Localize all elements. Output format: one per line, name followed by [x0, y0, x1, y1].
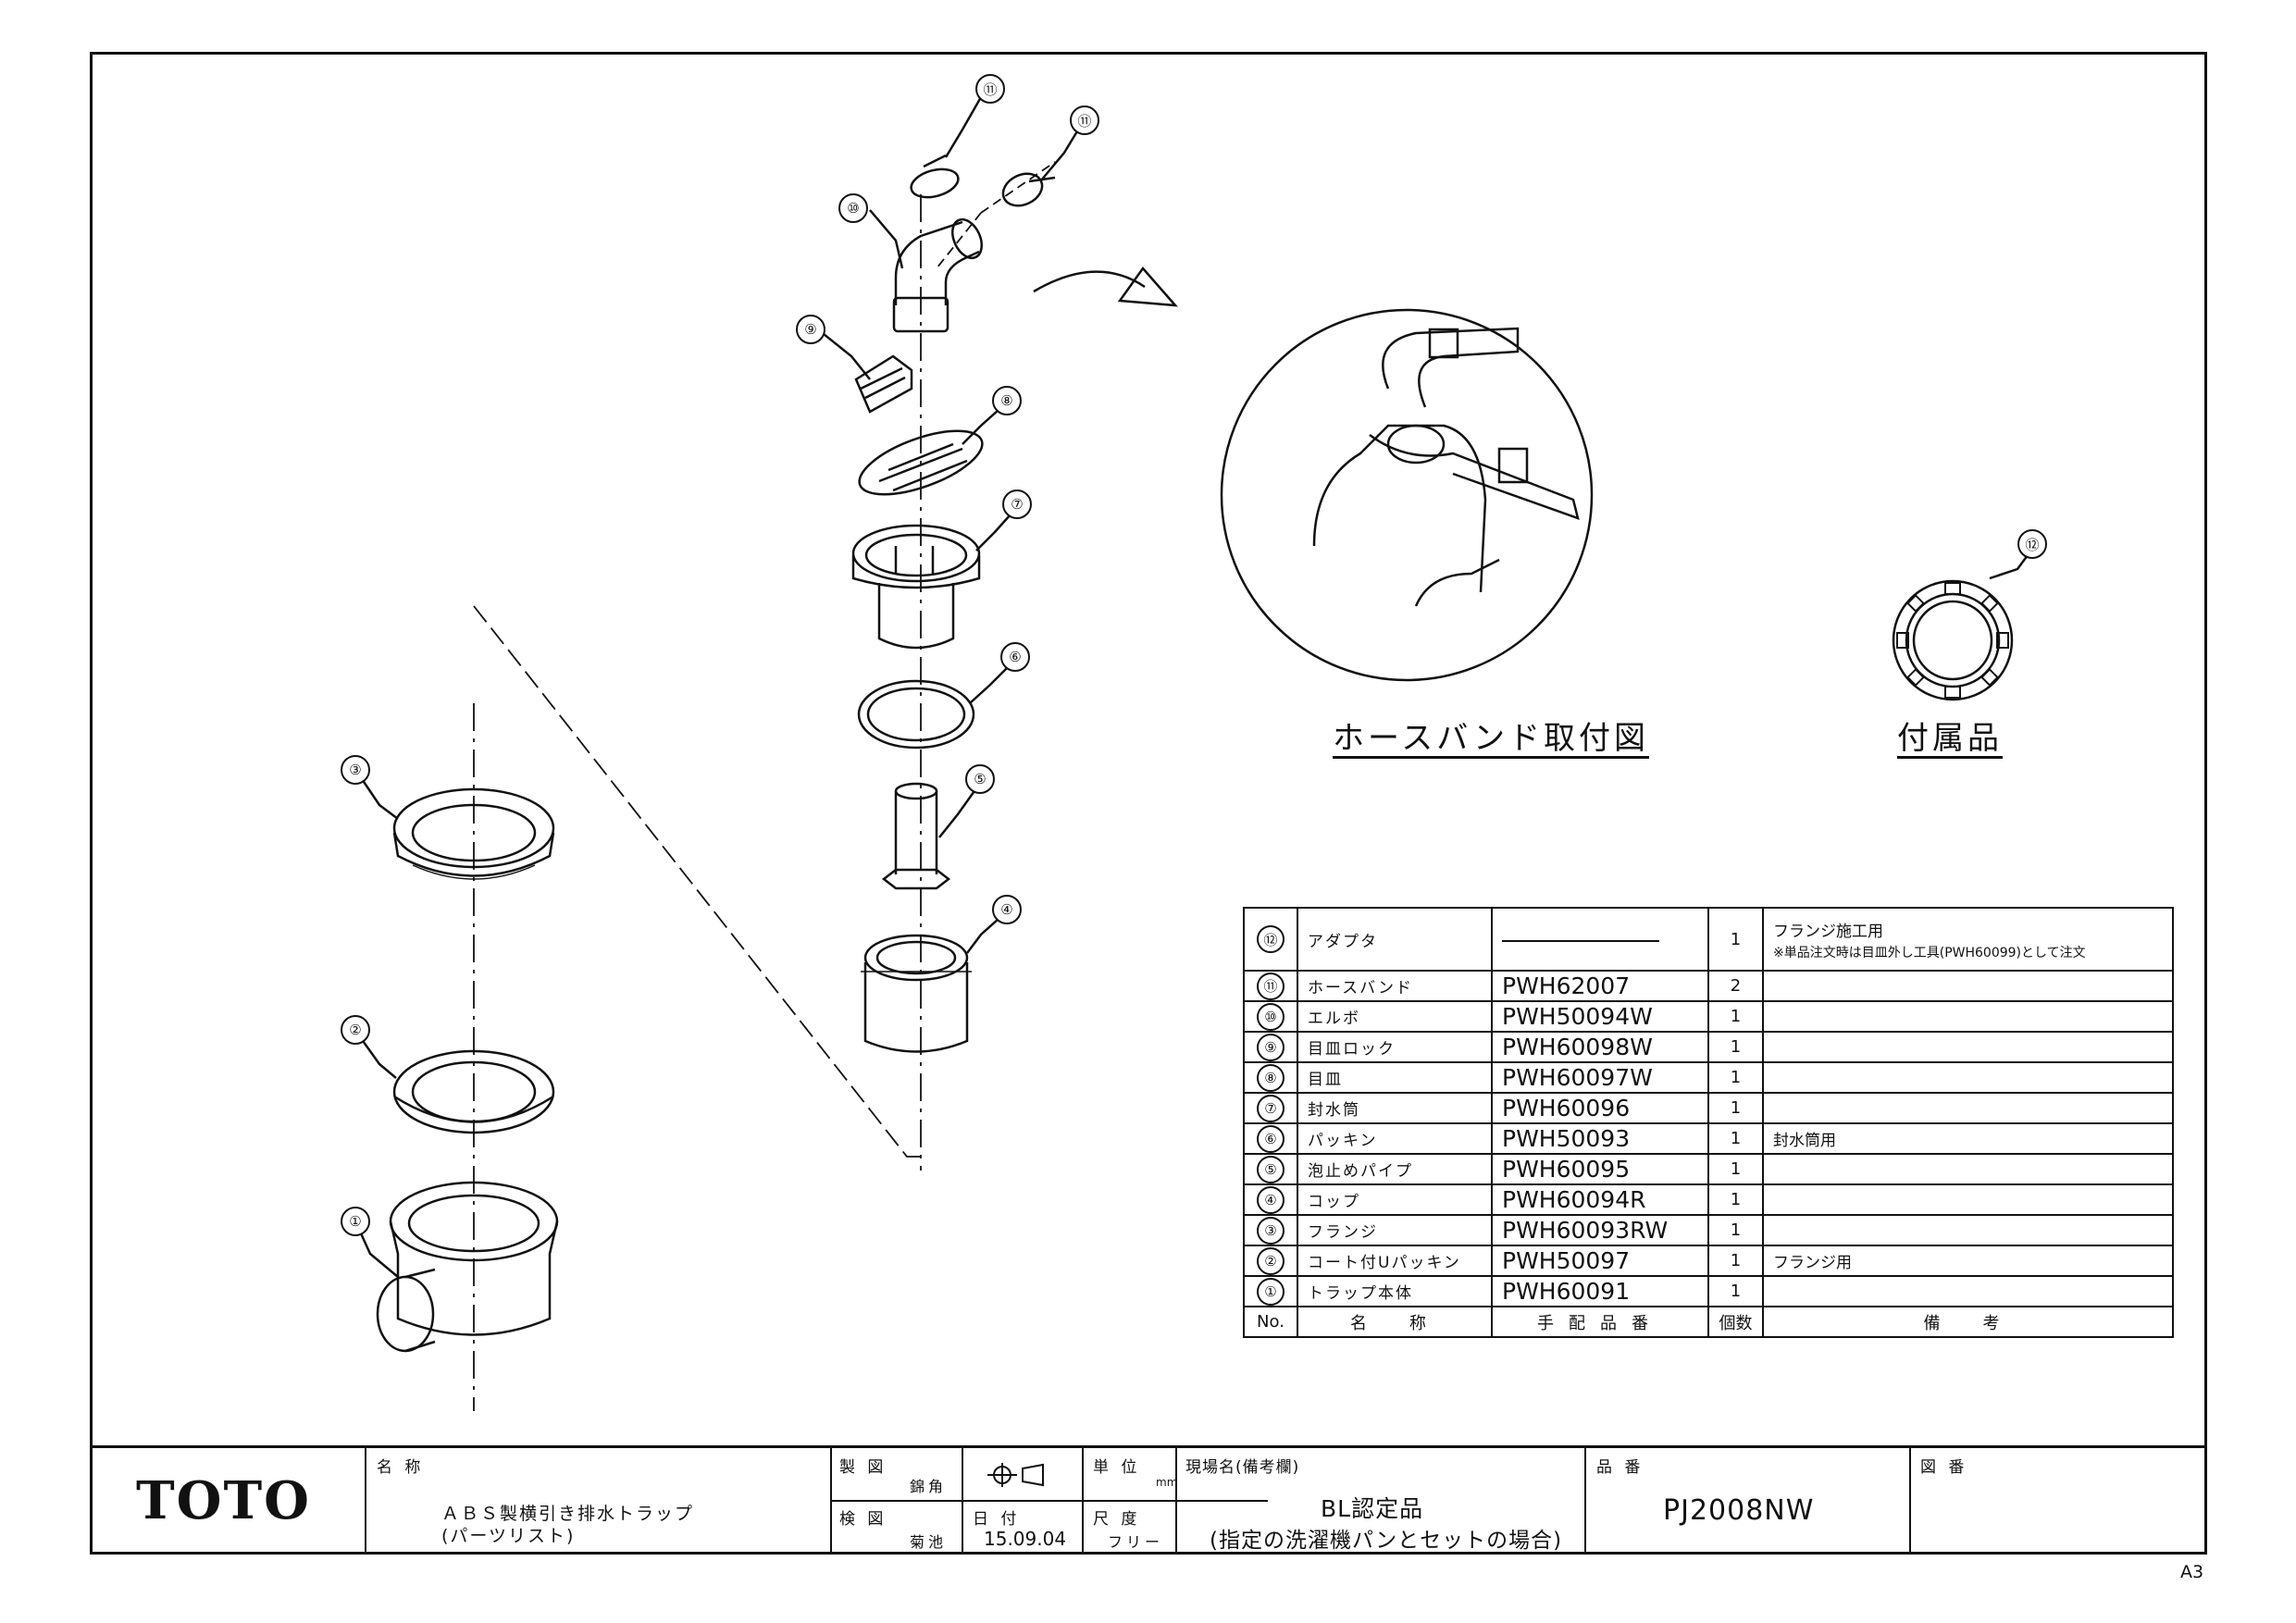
part-qty: 1: [1707, 907, 1764, 972]
table-row: ⑥ パッキン PWH50093 1 封水筒用: [1243, 1122, 2174, 1155]
accessory-caption: 付属品: [1897, 720, 2003, 757]
callout-3: ③: [341, 755, 370, 785]
hoseband-caption: ホースバンド取付図: [1333, 720, 1649, 757]
drawn-by: 錦角: [910, 1478, 948, 1495]
callout-6: ⑥: [1000, 642, 1030, 672]
drawing-frame: [90, 52, 2207, 1555]
name-label: 名 称: [377, 1458, 425, 1477]
site-line1: BL認定品: [1321, 1495, 1424, 1522]
date-label: 日 付: [973, 1510, 1021, 1529]
drawn-label: 製 図: [839, 1458, 887, 1477]
callout-9: ⑨: [796, 315, 825, 344]
product-name: ＡＢＳ製横引き排水トラップ: [441, 1504, 695, 1524]
sheet-size: A3: [2180, 1562, 2204, 1582]
part-note: フランジ施工用※単品注文時は目皿外し工具(PWH60099)として注文: [1762, 907, 2174, 972]
table-row: ② コート付Uパッキン PWH50097 1 フランジ用: [1243, 1245, 2174, 1277]
callout-11b: ⑪: [1070, 105, 1099, 135]
table-row: ⑪ ホースバンド PWH62007 2: [1243, 970, 2174, 1002]
checked-label: 検 図: [839, 1510, 887, 1529]
callout-11a: ⑪: [975, 74, 1005, 104]
table-row: ⑩ エルボ PWH50094W 1: [1243, 1000, 2174, 1033]
callout-5: ⑤: [965, 764, 995, 794]
table-row: ⑤ 泡止めパイプ PWH60095 1: [1243, 1153, 2174, 1185]
table-row: ⑧ 目皿 PWH60097W 1: [1243, 1061, 2174, 1094]
table-row: ⑦ 封水筒 PWH60096 1: [1243, 1092, 2174, 1124]
projection-symbol-icon: [987, 1463, 1044, 1487]
callout-1: ①: [341, 1207, 370, 1236]
table-row: ⑫ アダプタ 1 フランジ施工用※単品注文時は目皿外し工具(PWH60099)と…: [1243, 907, 2174, 972]
row-number: ⑫: [1257, 925, 1285, 953]
table-row: ③ フランジ PWH60093RW 1: [1243, 1214, 2174, 1246]
part-number: [1491, 907, 1709, 972]
title-block: TOTO 名 称 ＡＢＳ製横引き排水トラップ (パーツリスト) 製 図 錦角 検…: [90, 1445, 2207, 1555]
callout-2: ②: [341, 1015, 370, 1045]
parts-table: ⑫ アダプタ 1 フランジ施工用※単品注文時は目皿外し工具(PWH60099)と…: [1243, 907, 2174, 1338]
table-row: ⑨ 目皿ロック PWH60098W 1: [1243, 1031, 2174, 1063]
callout-12: ⑫: [2017, 529, 2047, 559]
drawing-no-label: 図 番: [1920, 1458, 1968, 1477]
callout-8: ⑧: [992, 386, 1022, 415]
part-name: アダプタ: [1297, 907, 1493, 972]
unit-label: 単 位: [1093, 1458, 1141, 1477]
callout-10: ⑩: [838, 193, 868, 223]
unit-value: mm: [1156, 1476, 1178, 1489]
table-row: ① トラップ本体 PWH60091 1: [1243, 1275, 2174, 1307]
toto-logo: TOTO: [136, 1470, 311, 1531]
site-label: 現場名(備考欄): [1185, 1458, 1300, 1477]
product-name-sub: (パーツリスト): [441, 1526, 576, 1546]
product-no-label: 品 番: [1596, 1458, 1644, 1477]
date-value: 15.09.04: [984, 1528, 1067, 1550]
site-line2: (指定の洗濯機パンとセットの場合): [1210, 1529, 1563, 1553]
table-header-row: No. 名 称 手配品番 個数 備 考: [1243, 1306, 2174, 1338]
scale-label: 尺 度: [1093, 1510, 1141, 1529]
callout-4: ④: [992, 895, 1022, 924]
callout-7: ⑦: [1002, 489, 1032, 519]
product-no: PJ2008NW: [1663, 1494, 1815, 1527]
table-row: ④ コップ PWH60094R 1: [1243, 1183, 2174, 1216]
scale-value: フリー: [1108, 1533, 1164, 1551]
checked-by: 菊池: [910, 1533, 948, 1551]
